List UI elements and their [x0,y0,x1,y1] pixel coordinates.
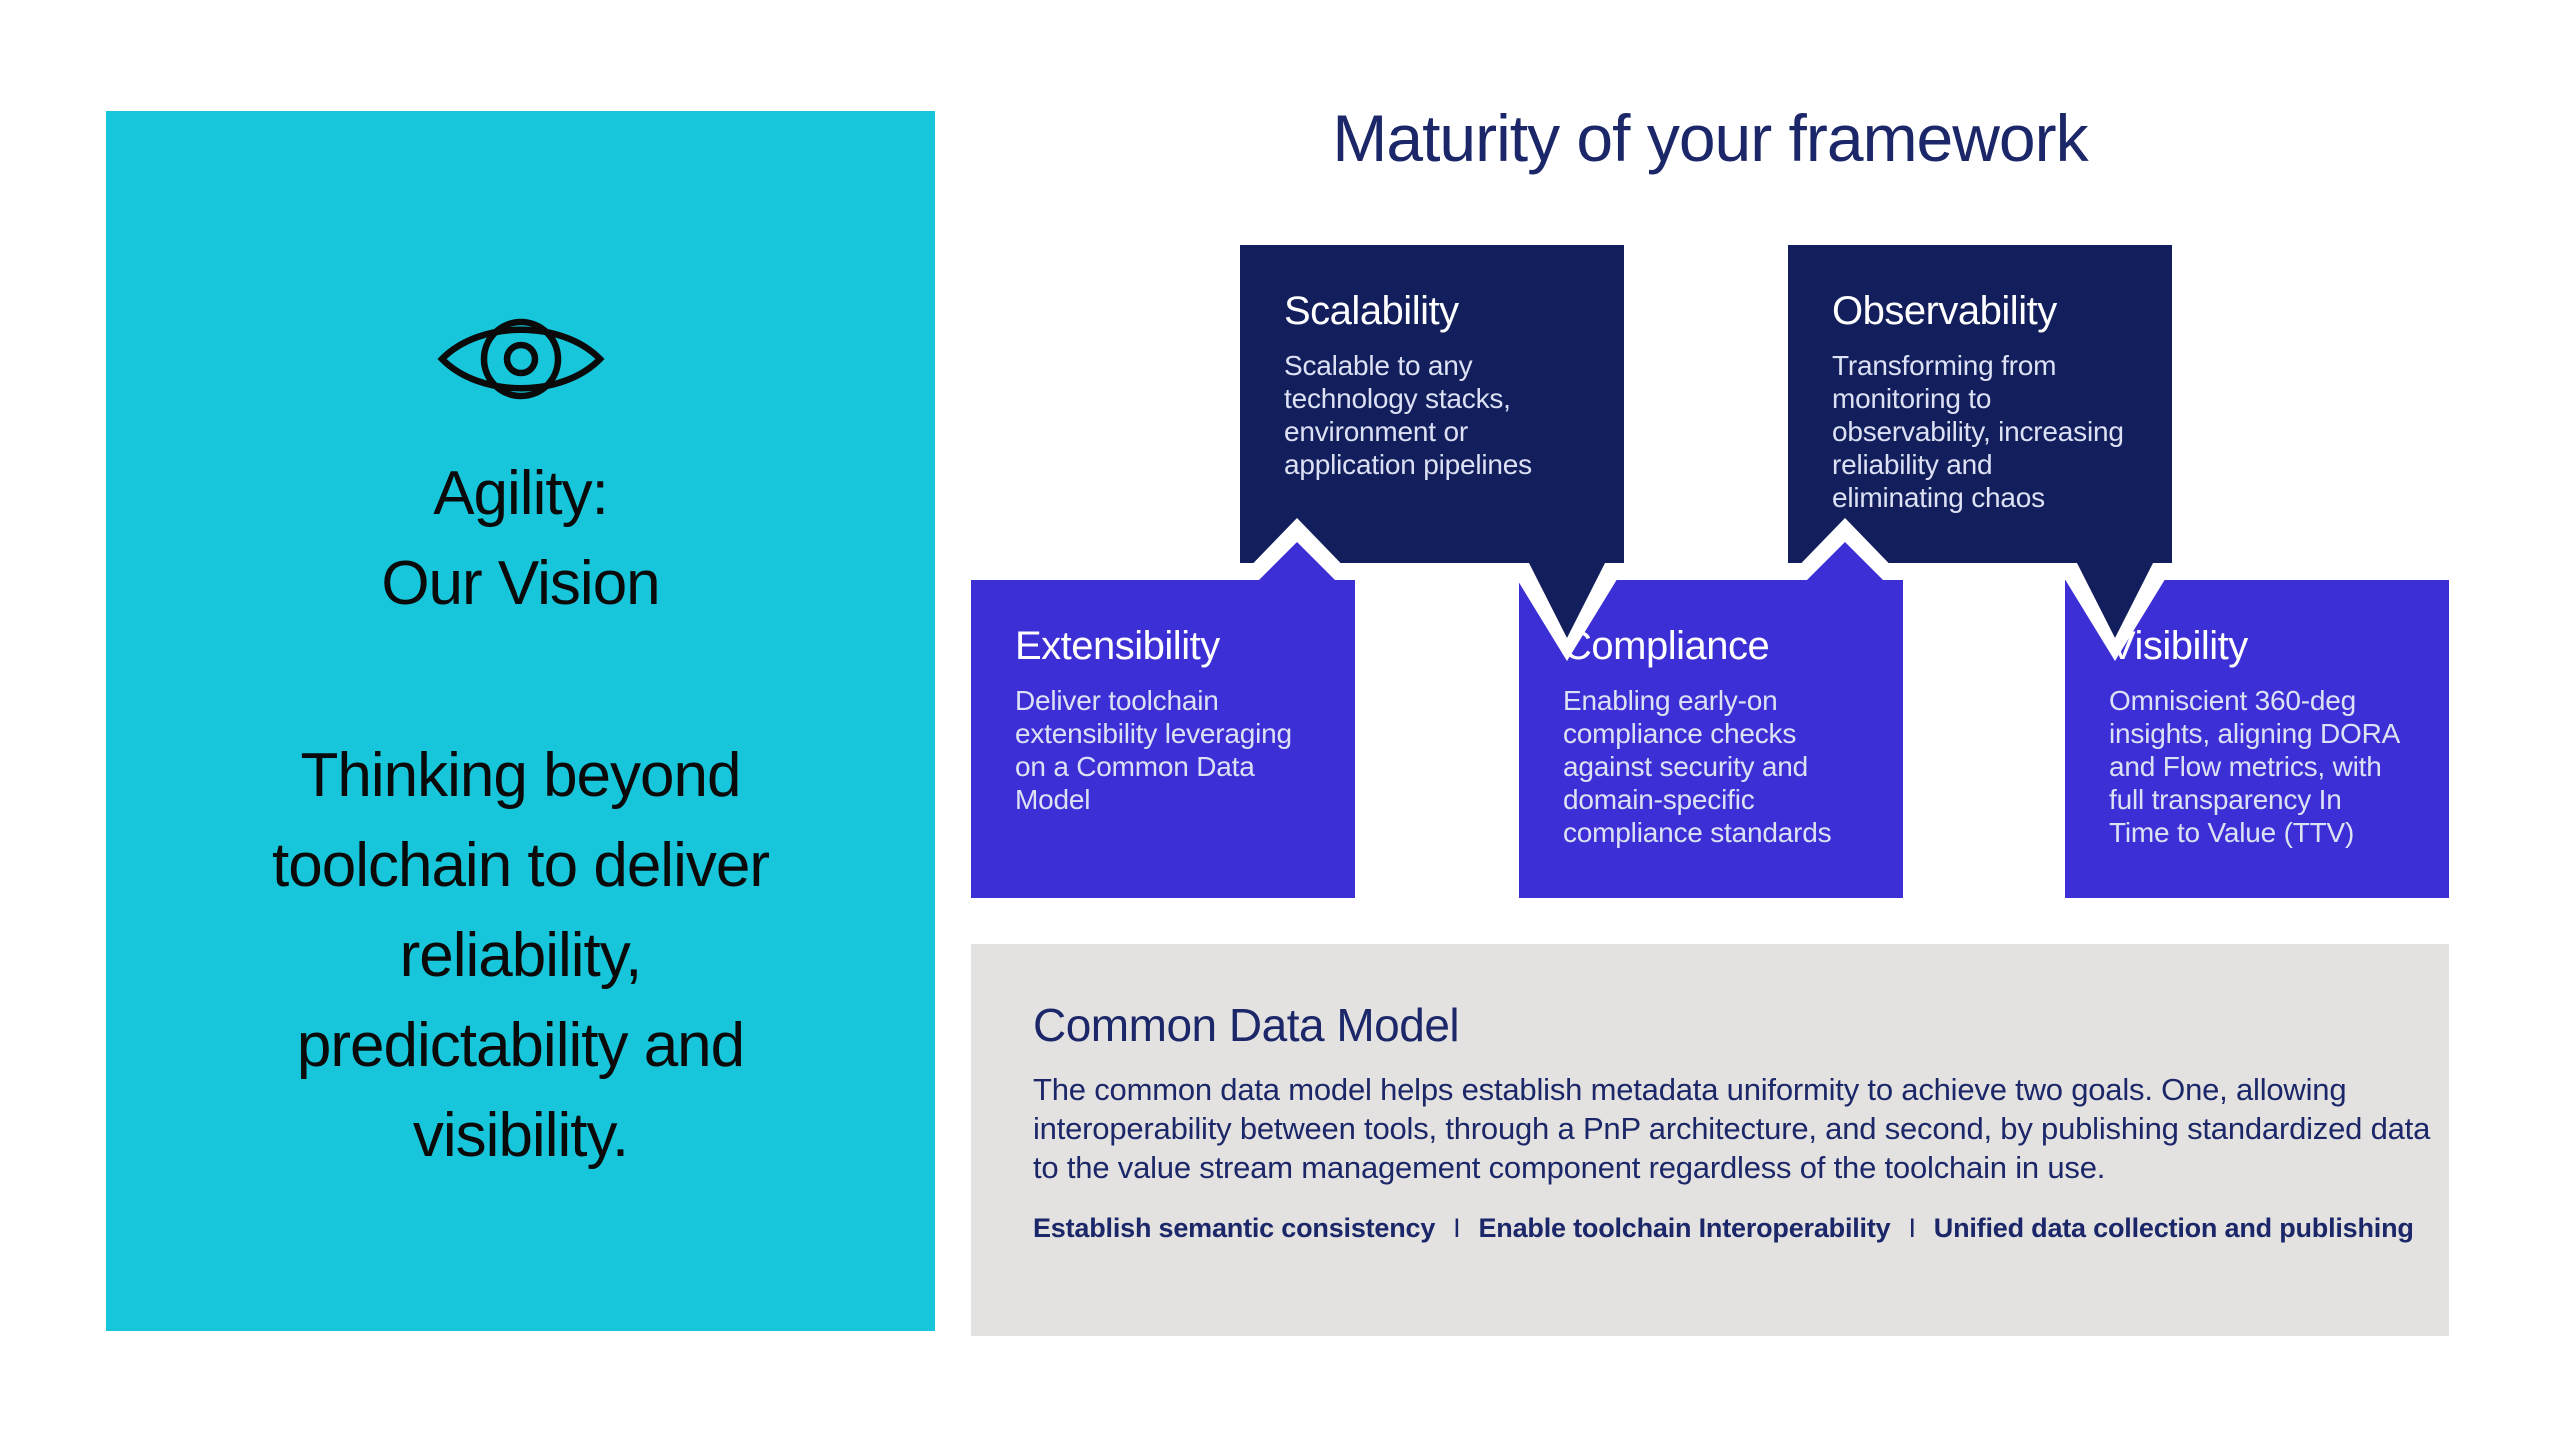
box-scalability: Scalability Scalable to any technology s… [1240,245,1624,563]
common-data-model-panel: Common Data Model The common data model … [971,944,2449,1336]
box-extensibility-title: Extensibility [1015,624,1220,668]
box-compliance-description: Enabling early-on compliance checks agai… [1563,685,1832,848]
box-visibility-description: Omniscient 360-deg insights, aligning DO… [2109,685,2399,848]
box-observability-title: Observability [1832,289,2057,333]
cdm-bullet-2: Enable toolchain Interoperability [1478,1213,1891,1243]
vision-statement: Thinking beyond toolchain to deliver rel… [272,741,770,1170]
box-extensibility: Extensibility Deliver toolchain extensib… [971,580,1355,898]
box-observability: Observability Transforming from monitori… [1788,245,2172,563]
cdm-bullet-1: Establish semantic consistency [1033,1213,1436,1243]
cdm-separator: I [1908,1213,1916,1243]
cdm-key-points: Establish semantic consistency I Enable to… [1033,1213,2414,1244]
eye-icon-wrap [106,311,935,407]
connector-up-extensibility-scalability-icon [1237,518,1357,580]
eye-icon [436,318,605,400]
cdm-bullet-3: Unified data collection and publishing [1933,1213,2414,1243]
box-scalability-title: Scalability [1284,289,1459,333]
cdm-description: The common data model helps establish me… [1033,1072,2431,1185]
vision-heading: Agility: Our Vision [381,459,660,618]
box-compliance-title: Compliance [1563,624,1770,668]
cdm-title: Common Data Model [1033,999,1460,1051]
box-scalability-description: Scalable to any technology stacks, envir… [1284,350,1532,480]
box-extensibility-description: Deliver toolchain extensibility leveragi… [1015,685,1292,815]
connector-down-scalability-compliance-icon [1507,563,1627,661]
vision-panel: Agility: Our Vision Thinking beyond tool… [106,111,935,1331]
connector-up-compliance-observability-icon [1785,518,1905,580]
diagram-title: Maturity of your framework [1332,101,2088,175]
box-compliance: Compliance Enabling early-on compliance … [1519,580,1903,898]
connector-down-observability-visibility-icon [2055,563,2175,661]
cdm-separator: I [1453,1213,1461,1243]
box-observability-description: Transforming from monitoring to observab… [1832,350,2124,513]
